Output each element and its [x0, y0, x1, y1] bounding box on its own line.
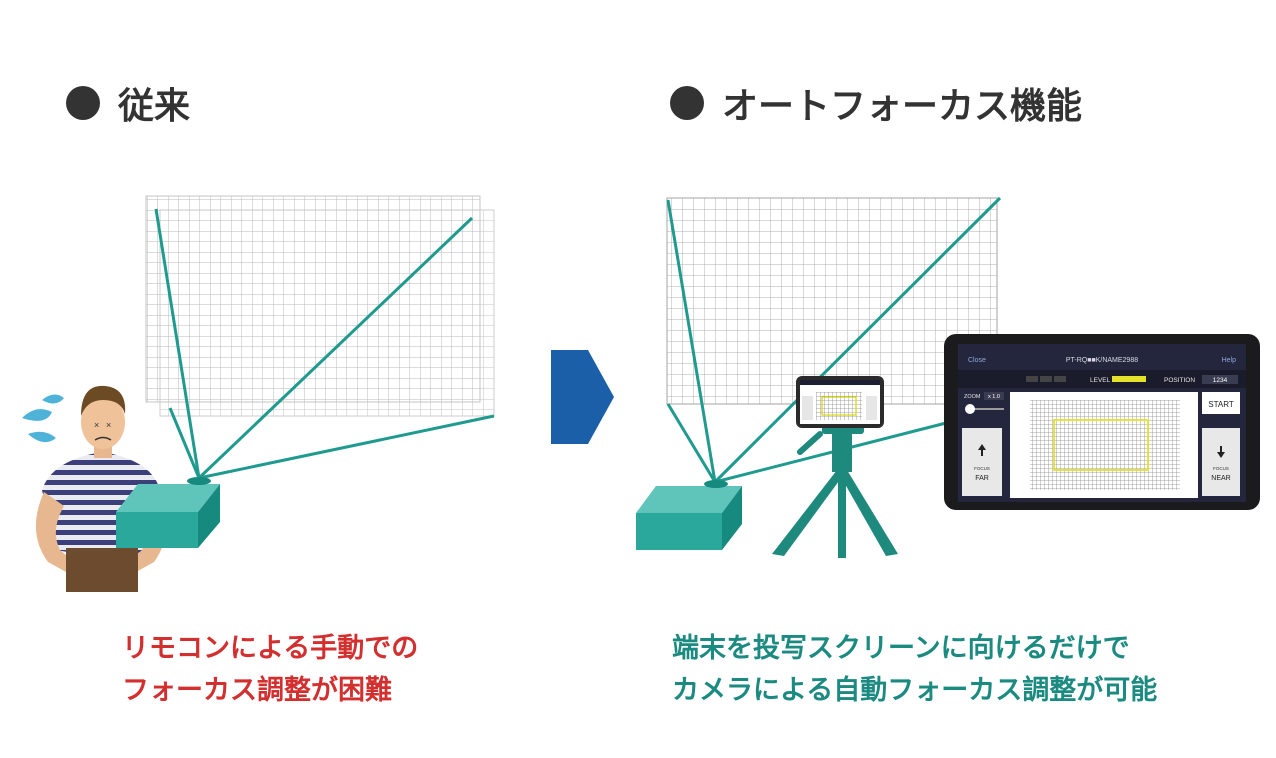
- left-projector-icon: [116, 477, 220, 548]
- tablet-device-name: PT-RQ■■K/NAME2988: [1066, 357, 1138, 364]
- tablet-zoom-value: x 1.0: [988, 394, 1000, 400]
- right-title: オートフォーカス機能: [722, 86, 1083, 127]
- level-meter: [1112, 376, 1146, 382]
- svg-text:×: ×: [94, 420, 99, 430]
- right-screen-focused: [666, 197, 998, 405]
- left-caption-line-2: フォーカス調整が困難: [122, 675, 392, 706]
- left-screen-blurred: [145, 195, 495, 417]
- tablet-position-value: 1234: [1213, 377, 1228, 384]
- left-caption-line-1: リモコンによる手動での: [122, 633, 419, 664]
- bullet-dot-icon: [670, 86, 704, 120]
- small-tablet-icon: [796, 376, 884, 428]
- arrow-up-icon: [978, 444, 986, 456]
- tablet-close-button[interactable]: Close: [968, 357, 986, 364]
- focus-far-label: FAR: [975, 475, 989, 482]
- zoom-slider-knob[interactable]: [965, 404, 975, 414]
- right-projector-icon: [636, 480, 742, 550]
- sweat-drop-icon: [22, 409, 52, 421]
- arrow-right-icon: [551, 350, 614, 444]
- start-button[interactable]: [1202, 392, 1240, 414]
- tablet-help-button[interactable]: Help: [1222, 357, 1237, 364]
- tablet-zoom-label: ZOOM: [964, 394, 981, 400]
- focus-area-frame: [1053, 419, 1149, 471]
- left-projection-beams: [154, 208, 495, 480]
- left-title: 従来: [118, 86, 191, 127]
- right-heading: オートフォーカス機能: [670, 78, 1082, 128]
- left-caption: リモコンによる手動での フォーカス調整が困難: [122, 628, 418, 712]
- arrow-down-icon: [1217, 446, 1225, 458]
- svg-text:×: ×: [106, 420, 111, 430]
- right-caption-line-1: 端末を投写スクリーンに向けるだけで: [672, 633, 1130, 664]
- right-caption: 端末を投写スクリーンに向けるだけで カメラによる自動フォーカス調整が可能: [672, 628, 1157, 712]
- focus-far-small-label: FOCUS: [974, 466, 990, 471]
- focus-far-button[interactable]: [962, 428, 1002, 496]
- tablet-position-label: POSITION: [1164, 377, 1195, 384]
- tablet-level-label: LEVEL: [1090, 377, 1111, 384]
- right-caption-line-2: カメラによる自動フォーカス調整が可能: [672, 675, 1158, 706]
- focus-near-label: NEAR: [1211, 475, 1230, 482]
- tripod-icon: [772, 424, 898, 558]
- bullet-dot-icon: [66, 86, 100, 120]
- tablet-device: Close PT-RQ■■K/NAME2988 Help LEVEL POSIT…: [944, 334, 1260, 510]
- camera-preview: [1030, 400, 1180, 490]
- focus-near-small-label: FOCUS: [1213, 466, 1229, 471]
- start-button-label: START: [1208, 400, 1234, 409]
- focus-near-button[interactable]: [1202, 428, 1240, 496]
- left-heading: 従来: [66, 78, 190, 128]
